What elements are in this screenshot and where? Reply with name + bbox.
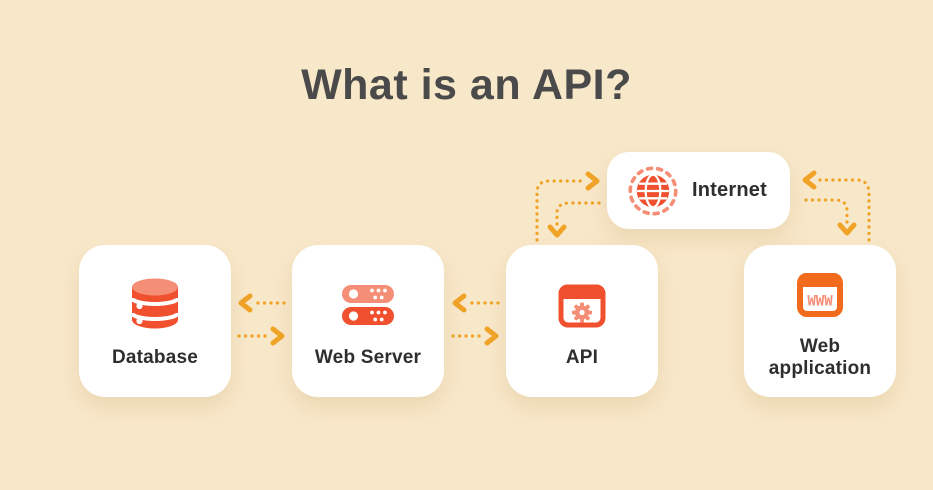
- arrow-webapp-to-internet: [802, 170, 871, 242]
- arrow-database-to-webserver: [237, 326, 285, 346]
- browser-www-icon: WWW: [788, 263, 852, 327]
- node-label-web-server: Web Server: [314, 346, 422, 368]
- www-text: WWW: [807, 293, 833, 309]
- server-icon: [336, 274, 400, 338]
- node-card-web-application: WWW Web application: [744, 245, 896, 397]
- api-window-gear-icon: [550, 274, 614, 338]
- page-title: What is an API?: [301, 61, 632, 109]
- arrow-internet-to-webapp: [804, 198, 857, 236]
- database-icon: [123, 274, 187, 338]
- arrow-api-to-webserver: [452, 293, 500, 313]
- node-label-api: API: [565, 346, 599, 368]
- arrow-api-to-internet: [535, 171, 600, 242]
- node-label-web-application: Web application: [768, 335, 872, 379]
- node-card-web-server: Web Server: [292, 245, 444, 397]
- node-card-database: Database: [79, 245, 231, 397]
- arrow-internet-to-api: [547, 201, 601, 238]
- node-internet: Internet: [607, 152, 790, 229]
- node-card-api: API: [506, 245, 658, 397]
- node-label-internet: Internet: [692, 179, 767, 201]
- arrow-webserver-to-api: [451, 326, 499, 346]
- node-label-database: Database: [111, 346, 199, 368]
- arrow-webserver-to-database: [238, 293, 286, 313]
- globe-icon: [627, 165, 679, 217]
